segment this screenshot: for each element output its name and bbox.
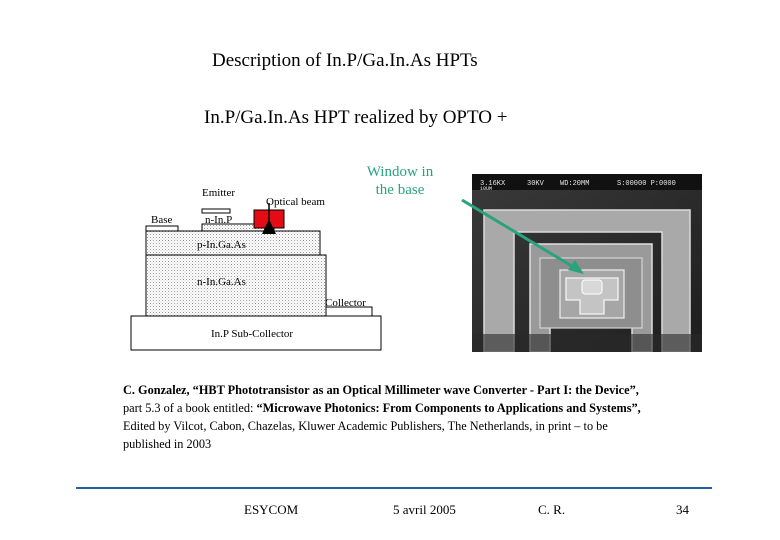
citation-line-1: C. Gonzalez, “HBT Phototransistor as an … [123,383,639,397]
window-label-line1: Window in [366,164,434,180]
collector-label: Collector [325,297,366,309]
footer-organization: ESYCOM [244,502,299,517]
sem-image-number: S:00000 P:0000 [617,180,676,188]
hpt-cross-section-diagram: Emitter Base Optical beam n-In.P p-In.Ga… [130,187,382,351]
sem-voltage: 30KV [527,180,545,188]
sem-scale: 10UM [480,186,492,192]
slide-subtitle: In.P/Ga.In.As HPT realized by OPTO + [204,107,508,128]
collector-contact [325,306,373,317]
n-inp-label: n-In.P [205,214,232,226]
citation-line-3: Edited by Vilcot, Cabon, Chazelas, Kluwe… [123,419,608,433]
window-in-base-label: Window in the base [340,163,460,199]
sem-micrograph: 3.16KX 10UM 30KV WD:20MM S:00000 P:0000 [472,174,702,352]
footer-date: 5 avril 2005 [393,502,456,517]
emitter-contact-left [201,208,231,214]
footer-page-number: 34 [676,502,689,517]
n-ingaas-label: n-In.Ga.As [197,276,246,288]
sub-collector-label: In.P Sub-Collector [211,328,293,340]
citation-line-4: published in 2003 [123,437,212,451]
sub-collector-layer [130,315,382,351]
p-ingaas-layer [145,230,321,256]
n-ingaas-layer [145,254,327,317]
footer-author: C. R. [538,502,566,517]
optical-beam-arrow [262,219,276,234]
p-ingaas-label: p-In.Ga.As [197,239,246,251]
sem-magnification: 3.16KX [480,180,506,188]
footer-divider [76,487,712,489]
emitter-label: Emitter [202,187,235,199]
citation-block: C. Gonzalez, “HBT Phototransistor as an … [123,381,743,453]
optical-beam-label: Optical beam [266,196,325,208]
base-label: Base [151,214,173,226]
window-label-line2: the base [375,182,425,198]
sem-working-distance: WD:20MM [560,180,589,188]
citation-line-2: part 5.3 of a book entitled: “Microwave … [123,401,641,415]
base-contact [145,225,179,232]
slide-title: Description of In.P/Ga.In.As HPTs [212,50,478,71]
